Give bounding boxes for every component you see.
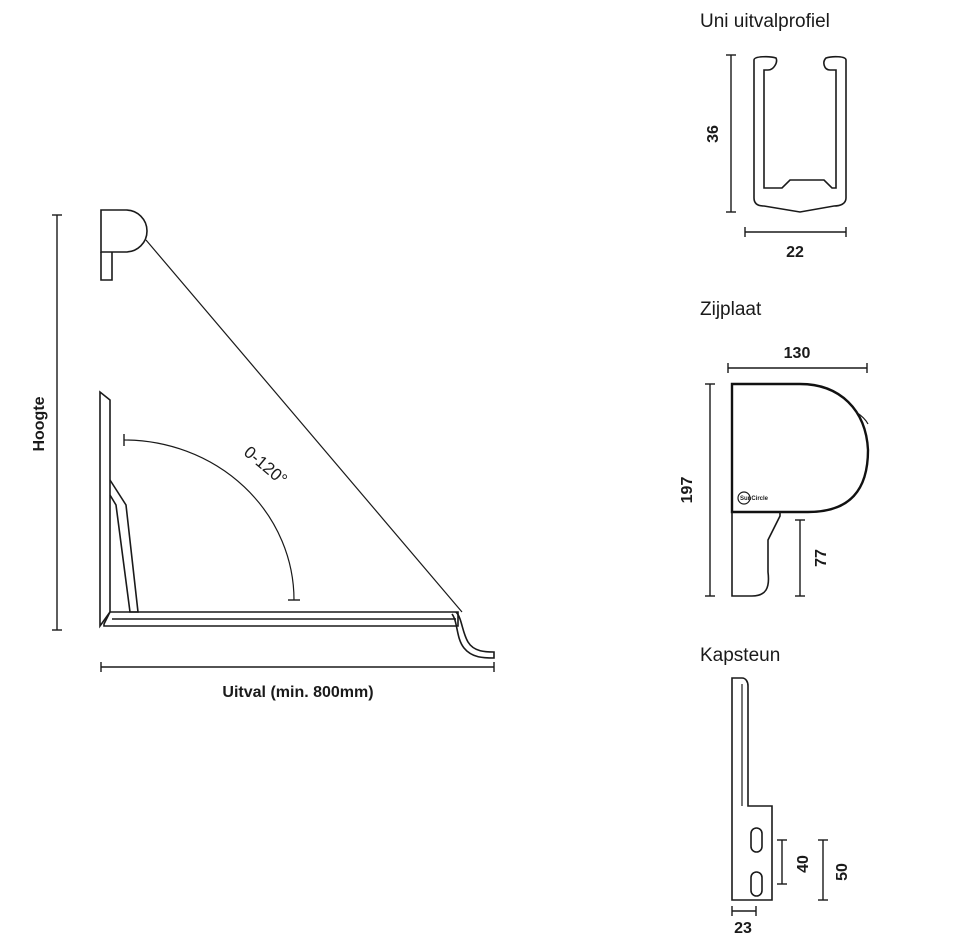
side-plate-width-dimension <box>727 363 868 373</box>
side-plate-housing <box>730 382 870 514</box>
cap-bracket-detail: Kapsteun 40 50 23 <box>700 645 851 937</box>
cap-bracket-slot-dimension <box>777 839 787 885</box>
cap-bracket-shape <box>731 677 773 901</box>
cap-bracket-slot-bottom <box>750 871 763 897</box>
cassette-housing <box>100 209 148 281</box>
angle-label: 0-120° <box>240 442 291 489</box>
projection-dimension <box>100 662 495 672</box>
profile-width-label: 22 <box>786 244 804 261</box>
cap-bracket-title: Kapsteun <box>700 645 780 666</box>
height-label: Hoogte <box>31 396 48 451</box>
side-plate-height-label: 197 <box>679 477 696 504</box>
side-plate-width-label: 130 <box>784 345 811 362</box>
svg-text:SunCircle: SunCircle <box>740 496 769 502</box>
side-plate-detail: Zijplaat 130 SunCircle 197 <box>679 299 870 597</box>
cap-bracket-total-dimension <box>818 839 828 901</box>
cap-bracket-slot-label: 40 <box>795 855 812 873</box>
profile-width-dimension <box>744 227 847 237</box>
side-plate-bracket <box>731 512 781 597</box>
profile-height-label: 36 <box>705 125 722 143</box>
profile-detail: Uni uitvalprofiel 36 22 <box>700 11 847 261</box>
awning-fabric <box>145 239 463 613</box>
cap-bracket-total-label: 50 <box>834 863 851 881</box>
side-plate-title: Zijplaat <box>700 299 762 320</box>
cap-bracket-width-label: 23 <box>734 920 752 937</box>
wall-post <box>99 390 139 629</box>
projection-label: Uitval (min. 800mm) <box>222 684 373 701</box>
profile-shape <box>753 55 847 213</box>
side-plate-bracket-dimension <box>795 519 805 597</box>
profile-title: Uni uitvalprofiel <box>700 11 830 32</box>
suncircle-logo: SunCircle <box>737 491 769 505</box>
side-plate-bracket-label: 77 <box>813 549 830 567</box>
side-plate-height-dimension <box>705 383 715 597</box>
main-side-view: Hoogte 0-120° <box>31 209 495 701</box>
cap-bracket-width-dimension <box>731 906 757 916</box>
folding-arm <box>103 611 495 659</box>
height-dimension <box>52 214 62 631</box>
profile-height-dimension <box>726 54 736 213</box>
angle-indicator <box>123 434 300 601</box>
cap-bracket-slot-top <box>750 827 763 853</box>
